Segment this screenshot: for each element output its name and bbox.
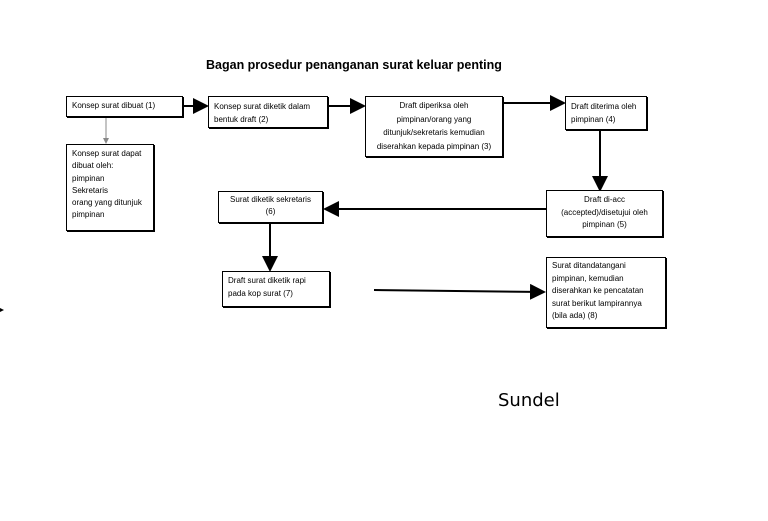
step-5-box: Draft di-acc (accepted)/disetujui oleh p…	[546, 190, 663, 237]
diagram-title: Bagan prosedur penanganan surat keluar p…	[206, 58, 502, 72]
arrow-7-8	[373, 283, 546, 300]
step-3-box: Draft diperiksa oleh pimpinan/orang yang…	[365, 96, 503, 157]
stray-arrowhead	[0, 308, 4, 312]
step-7-box: Draft surat diketik rapi pada kop surat …	[222, 271, 330, 307]
step-6-box: Surat diketik sekretaris (6)	[218, 191, 323, 223]
step-1-box: Konsep surat dibuat (1)	[66, 96, 183, 117]
step-1-note-box: Konsep surat dapat dibuat oleh: pimpinan…	[66, 144, 154, 231]
step-8-box: Surat ditandatangani pimpinan, kemudian …	[546, 257, 666, 328]
signature-text: Sundel	[498, 390, 560, 411]
step-4-box: Draft diterima oleh pimpinan (4)	[565, 96, 647, 130]
step-2-box: Konsep surat diketik dalam bentuk draft …	[208, 96, 328, 128]
